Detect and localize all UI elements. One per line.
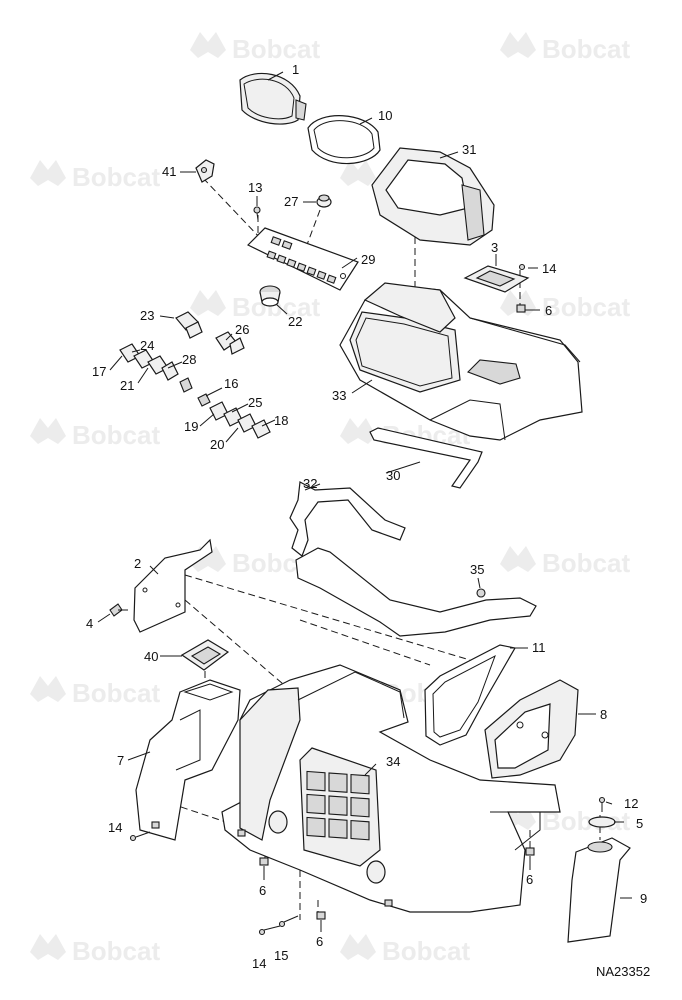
screw-14-bottom [258,925,281,936]
front-panel-strip [295,547,537,637]
nut-6-left [259,857,269,866]
callout-16: 16 [224,376,238,391]
watermark: Bobcat [382,936,470,966]
screw-4 [109,603,128,617]
callout-15: 15 [274,948,288,963]
gauge-gasket [307,115,381,165]
connector [195,159,215,183]
callout-31: 31 [462,142,476,157]
screw-12 [598,796,606,812]
callout-labels: 1 10 31 41 13 27 29 3 14 6 22 23 26 24 1… [86,62,647,971]
callout-14-left: 14 [108,820,122,835]
washer [588,816,616,828]
nut-6-bottom [316,911,326,920]
screw-13 [253,206,261,221]
support-bracket [289,481,406,557]
callout-28: 28 [182,352,196,367]
callout-23: 23 [140,308,154,323]
gauge-bezel [239,72,307,125]
screw-14-top [518,263,526,271]
switch-panel [246,227,359,291]
watermark-logo-icon [500,546,536,572]
callout-9: 9 [640,891,647,906]
callout-14-top: 14 [542,261,556,276]
callout-34: 34 [386,754,400,769]
callout-35: 35 [470,562,484,577]
door-gasket [424,644,516,746]
watermark-logo-icon [30,934,66,960]
callout-17: 17 [92,364,106,379]
callout-24: 24 [140,338,154,353]
watermark-logo-icon [340,934,376,960]
watermark-logo-icon [30,676,66,702]
drawing-number: NA23352 [596,964,650,979]
watermark: Bobcat [72,936,160,966]
screw-14-left [129,831,151,842]
callout-32: 32 [303,476,317,491]
callout-7: 7 [117,753,124,768]
watermark-logo-icon [190,290,226,316]
rocker-switches [119,311,271,439]
callout-18: 18 [274,413,288,428]
watermark: Bobcat [72,420,160,450]
post-cover [567,837,631,943]
callout-14-bottom: 14 [252,956,266,971]
boot-seal [180,639,230,671]
watermark-logo-icon [340,418,376,444]
watermark-logo-icon [340,160,376,186]
callout-11: 11 [532,640,546,655]
callout-6-right: 6 [526,872,533,887]
callout-25: 25 [248,395,262,410]
watermark: Bobcat [542,292,630,322]
callout-6-top: 6 [545,303,552,318]
upper-console [339,282,583,441]
callout-8: 8 [600,707,607,722]
callout-5: 5 [636,816,643,831]
screw-15 [278,915,299,928]
callout-6-left: 6 [259,883,266,898]
callout-40: 40 [144,649,158,664]
cover-plate [463,265,530,293]
callout-21: 21 [120,378,134,393]
lower-console [221,664,561,913]
ignition-switch [259,285,281,307]
watermark: Bobcat [72,678,160,708]
watermark-logo-icon [30,160,66,186]
instrument-housing [371,147,495,246]
callout-33: 33 [332,388,346,403]
callout-27: 27 [284,194,298,209]
knob [316,194,332,208]
leader-lines [97,71,632,932]
callout-13: 13 [248,180,262,195]
nut-6-right [525,847,535,856]
watermark: Bobcat [72,162,160,192]
watermark-logo-icon [500,32,536,58]
vent-housing [484,679,579,779]
watermark-logo-icon [190,32,226,58]
watermark-logo-icon [30,418,66,444]
side-panel [133,538,213,633]
callout-30: 30 [386,468,400,483]
column-cover [135,679,241,841]
callout-22: 22 [288,314,302,329]
callout-20: 20 [210,437,224,452]
watermark: Bobcat [542,34,630,64]
callout-41: 41 [162,164,176,179]
callout-1: 1 [292,62,299,77]
console-gasket [369,427,483,489]
watermark: Bobcat [542,548,630,578]
callout-10: 10 [378,108,392,123]
callout-19: 19 [184,419,198,434]
callout-2: 2 [134,556,141,571]
watermark: Bobcat [232,34,320,64]
nut-6-top [516,304,526,313]
callout-12: 12 [624,796,638,811]
callout-4: 4 [86,616,93,631]
callout-26: 26 [235,322,249,337]
callout-6-bottom: 6 [316,934,323,949]
callout-29: 29 [361,252,375,267]
callout-3: 3 [491,240,498,255]
